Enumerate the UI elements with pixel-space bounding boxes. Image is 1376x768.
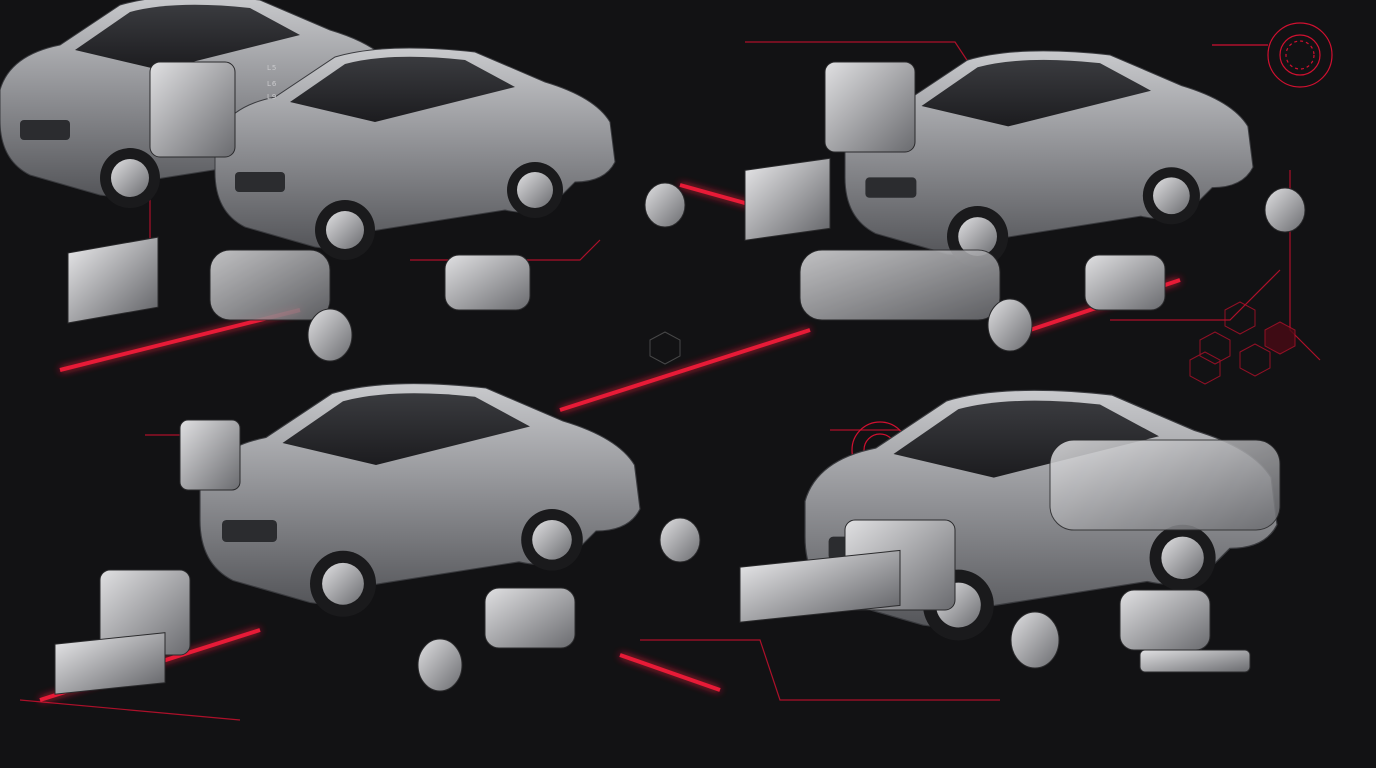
intercooler-bl — [54, 632, 166, 695]
engine-label-l6: L6 — [267, 80, 278, 88]
intercooler-br — [739, 549, 901, 623]
engine-label-l5: L5 — [267, 64, 278, 72]
engine-tr — [824, 61, 916, 153]
brake-rear-tl — [644, 182, 686, 228]
brake-tl — [307, 308, 353, 362]
transmission-bl — [484, 587, 576, 649]
suspension-tr — [799, 249, 1001, 321]
bar-br — [1139, 649, 1251, 673]
car-bottom-left — [199, 383, 641, 618]
transmission-tr — [1084, 254, 1166, 311]
radiator-tl — [67, 236, 159, 324]
suspension-tl — [209, 249, 331, 321]
brake-rear-bl — [659, 517, 701, 563]
radiator-tr — [744, 157, 831, 241]
transmission-br — [1119, 589, 1211, 651]
transmission-tl — [444, 254, 531, 311]
brake-rear-tr — [1264, 187, 1306, 233]
components — [54, 61, 1306, 695]
hud-ring-top-right — [1212, 22, 1333, 88]
engine-tl — [149, 61, 236, 158]
brake-tr — [987, 298, 1033, 352]
brake-bl — [417, 638, 463, 692]
hex-pattern — [649, 301, 1296, 385]
brake-br — [1010, 611, 1060, 669]
subframe-br — [1049, 439, 1281, 531]
engine-label-l9: L9 — [267, 93, 278, 101]
engine-bl — [179, 419, 241, 491]
